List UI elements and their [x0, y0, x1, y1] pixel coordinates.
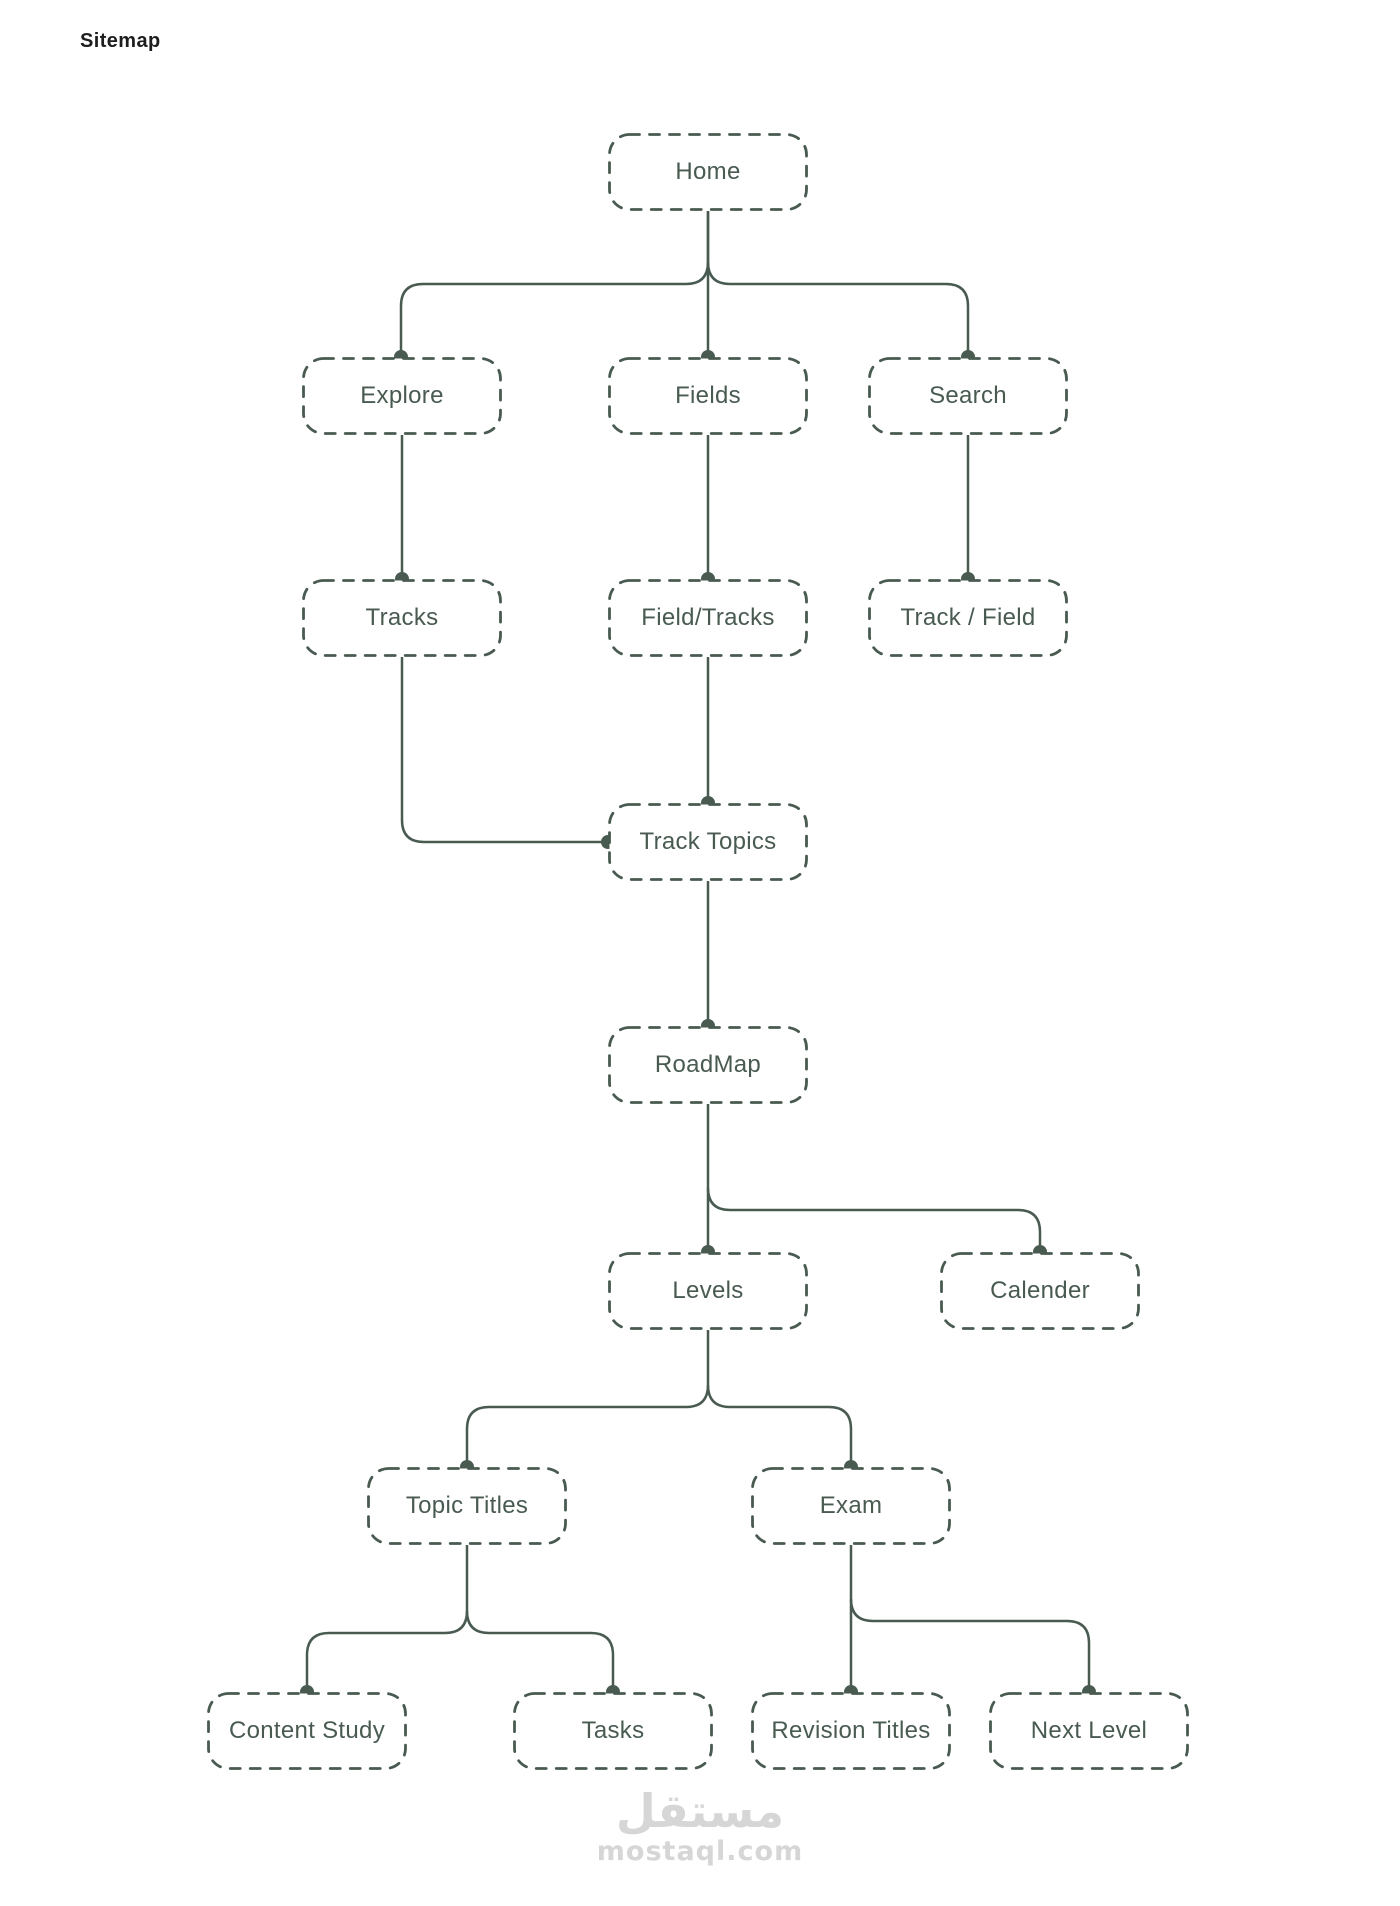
watermark: مستقل mostaql.com: [597, 1788, 803, 1865]
node-field_tracks: Field/Tracks: [608, 579, 808, 657]
node-revision_titles: Revision Titles: [751, 1692, 951, 1770]
node-label: Track / Field: [900, 604, 1036, 631]
node-label: Exam: [819, 1492, 883, 1519]
node-border: [751, 1467, 951, 1545]
edge-levels-topictitles: [465, 1330, 710, 1467]
node-label: Tracks: [365, 604, 439, 631]
node-track_field: Track / Field: [868, 579, 1068, 657]
page-title: Sitemap: [80, 30, 161, 52]
node-next_level: Next Level: [989, 1692, 1189, 1770]
node-border: [367, 1467, 567, 1545]
node-border: [608, 1026, 808, 1104]
node-content_study: Content Study: [207, 1692, 407, 1770]
node-home: Home: [608, 133, 808, 211]
node-label: Search: [929, 382, 1007, 409]
node-label: Next Level: [1030, 1717, 1148, 1744]
node-label: Home: [675, 158, 741, 185]
node-label: Levels: [672, 1277, 744, 1304]
node-border: [513, 1692, 713, 1770]
node-border: [751, 1692, 951, 1770]
edge-tracks-tracktopics: [400, 657, 608, 844]
node-border: [868, 357, 1068, 435]
node-label: Field/Tracks: [641, 604, 775, 631]
watermark-domain: mostaql.com: [596, 1836, 804, 1867]
node-border: [868, 579, 1068, 657]
node-border: [608, 357, 808, 435]
node-label: Explore: [360, 382, 444, 409]
node-border: [608, 579, 808, 657]
node-border: [608, 133, 808, 211]
node-border: [940, 1252, 1140, 1330]
node-exam: Exam: [751, 1467, 951, 1545]
node-label: Topic Titles: [405, 1492, 529, 1519]
node-roadmap: RoadMap: [608, 1026, 808, 1104]
node-border: [608, 803, 808, 881]
node-border: [302, 357, 502, 435]
node-border: [302, 579, 502, 657]
node-tracks: Tracks: [302, 579, 502, 657]
node-label: Calender: [990, 1277, 1090, 1304]
node-fields: Fields: [608, 357, 808, 435]
node-border: [207, 1692, 407, 1770]
node-track_topics: Track Topics: [608, 803, 808, 881]
node-label: RoadMap: [654, 1051, 762, 1078]
node-border: [989, 1692, 1189, 1770]
node-label: Track Topics: [639, 828, 777, 855]
edge-home-explore: [399, 211, 710, 357]
edge-topictitles-contentstudy: [305, 1545, 469, 1692]
node-levels: Levels: [608, 1252, 808, 1330]
edge-home-search: [706, 261, 970, 357]
node-tasks: Tasks: [513, 1692, 713, 1770]
edge-levels-exam: [706, 1384, 853, 1467]
edge-roadmap-calender: [706, 1187, 1042, 1252]
node-label: Tasks: [581, 1717, 645, 1744]
edge-topictitles-tasks: [465, 1610, 615, 1692]
node-label: Revision Titles: [771, 1717, 931, 1744]
node-calender: Calender: [940, 1252, 1140, 1330]
node-border: [608, 1252, 808, 1330]
node-topic_titles: Topic Titles: [367, 1467, 567, 1545]
node-explore: Explore: [302, 357, 502, 435]
node-label: Fields: [675, 382, 741, 409]
node-search: Search: [868, 357, 1068, 435]
watermark-logo: مستقل: [615, 1784, 785, 1838]
edge-exam-nextlevel: [849, 1598, 1091, 1692]
node-label: Content Study: [229, 1717, 385, 1744]
